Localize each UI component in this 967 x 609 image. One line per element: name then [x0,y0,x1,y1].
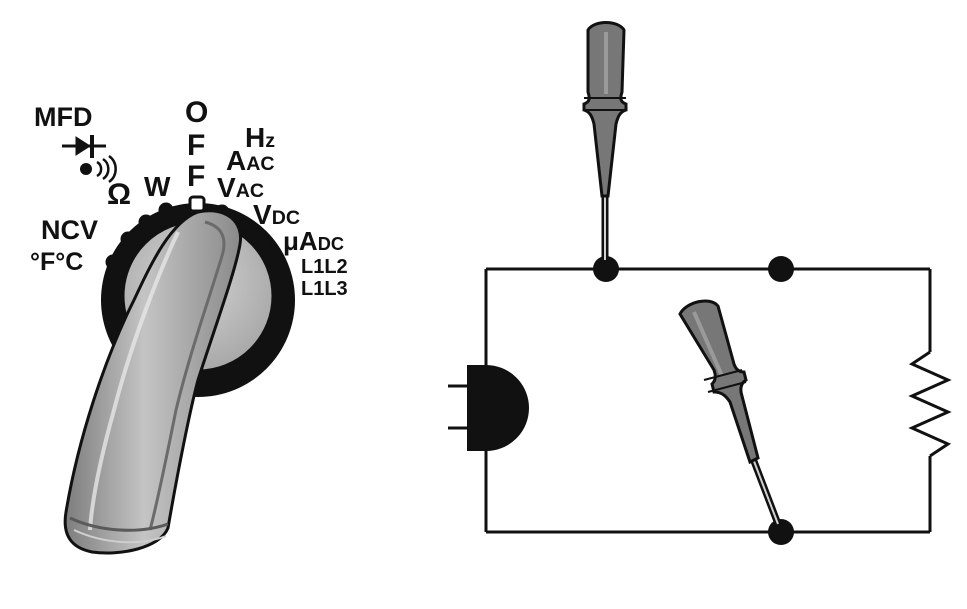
label-ncv: NCV [41,215,99,245]
label-off-o: O [185,96,209,129]
diode-continuity-icon [62,135,117,184]
junction-dot [768,519,794,545]
resistor [908,350,952,458]
label-uadc: μADC [283,226,344,256]
label-ohm: Ω [107,178,132,211]
label-off-f2: F [187,160,206,193]
lamp-symbol [448,365,529,451]
circuit [484,267,952,534]
off-marker [188,195,206,213]
label-l1l3: L1L3 [301,278,348,300]
dial-notch [256,235,272,251]
junction-dot [768,256,794,282]
label-mfd: MFD [34,102,93,132]
label-temperature: °F°C [30,248,84,276]
dial-notch [269,257,285,273]
label-vdc: VDC [253,199,300,230]
junction-dot [593,256,619,282]
test-probe-diagonal[interactable] [678,299,782,526]
label-aac: AAC [226,145,275,176]
dial-notch [105,254,121,270]
label-hz: Hz [245,122,276,153]
label-l1l2: L1L2 [301,256,348,278]
dial-notch [158,202,174,218]
dial-notch [138,214,154,230]
label-off-f1: F [187,129,206,162]
selector-knob[interactable] [63,209,243,555]
label-vac: VAC [217,172,264,203]
dial-notch [120,231,136,247]
label-w: W [144,171,171,202]
test-probe-top[interactable] [582,21,628,261]
